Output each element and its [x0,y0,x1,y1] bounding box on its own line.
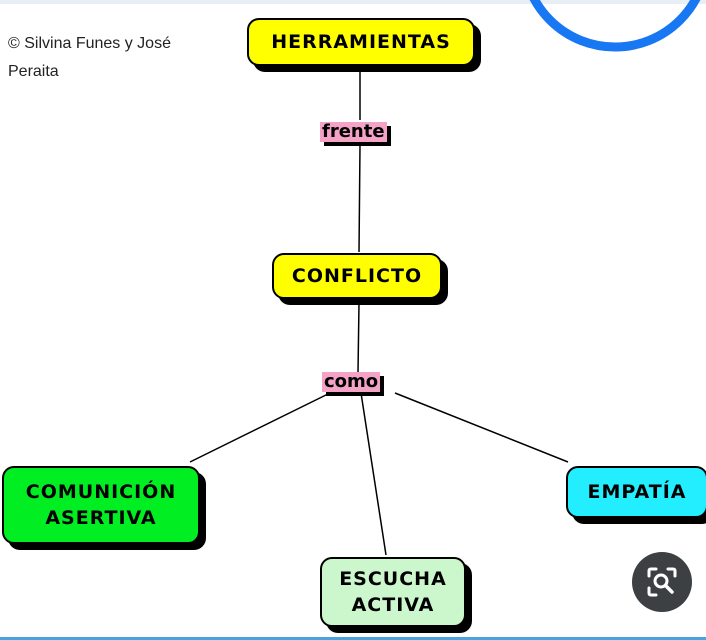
node-comunicacion-asertiva: COMUNICIÓN ASERTIVA [2,466,200,544]
link-como-text: como [324,371,379,392]
node-comunicacion-line2: ASERTIVA [45,507,157,529]
node-escucha-activa: ESCUCHA ACTIVA [320,557,466,627]
link-label-como: como [322,371,381,392]
edge-como-escucha [360,392,387,556]
node-escucha-line1: ESCUCHA [339,568,447,590]
edge-frente-conflicto [358,144,361,253]
image-search-button[interactable] [632,552,692,612]
blue-ring-icon [529,0,701,52]
node-herramientas-label: HERRAMIENTAS [271,31,451,53]
top-border [0,0,706,4]
bottom-border [0,637,706,640]
edge-como-empatia [394,392,569,463]
node-comunicacion-line1: COMUNICIÓN [25,481,177,503]
node-escucha-line2: ACTIVA [351,594,435,616]
credit-line-2: Peraita [8,63,59,80]
edge-conflicto-como [357,302,360,373]
edge-como-comunicacion [189,392,331,463]
node-conflicto: CONFLICTO [272,253,442,299]
node-conflicto-label: CONFLICTO [291,265,423,287]
link-label-frente: frente [320,122,387,142]
link-frente-text: frente [322,121,385,142]
node-empatia: EMPATÍA [566,466,706,518]
image-search-icon [647,567,677,597]
credit-line-1: © Silvina Funes y José [8,35,171,52]
node-herramientas: HERRAMIENTAS [247,18,475,66]
copyright-credit: © Silvina Funes y José Peraita [8,30,171,86]
node-empatia-label: EMPATÍA [587,481,687,503]
